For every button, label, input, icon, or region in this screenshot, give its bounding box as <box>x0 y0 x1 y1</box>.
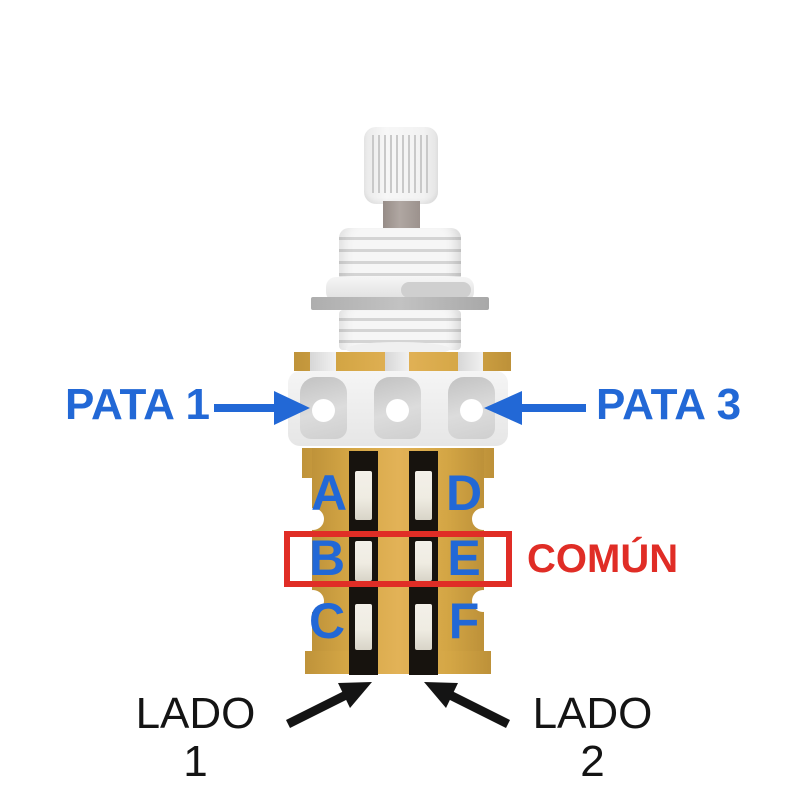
pin-label-e: E <box>447 530 481 586</box>
pata-1-label: PATA 1 <box>64 380 210 429</box>
contact-f <box>415 604 432 650</box>
body-notch <box>472 508 494 530</box>
pin-label-c: C <box>308 593 346 649</box>
switch-body <box>312 448 484 653</box>
pata-3-label: PATA 3 <box>596 380 742 429</box>
comun-label: COMÚN <box>527 537 679 581</box>
pin-label-a: A <box>310 465 348 521</box>
washer <box>311 297 489 310</box>
contact-d <box>415 471 432 520</box>
body-flange-bottom <box>305 651 491 674</box>
pin-label-d: D <box>445 465 483 521</box>
lug-neck-1 <box>310 352 336 371</box>
body-notch <box>472 590 494 612</box>
lado-2-label: LADO 2 <box>532 689 653 786</box>
contact-e <box>415 541 432 581</box>
shaft-stem <box>383 201 420 231</box>
pin-label-f: F <box>448 593 480 649</box>
lado-1-label: LADO 1 <box>135 689 256 786</box>
contact-c <box>355 604 372 650</box>
knurled-shaft <box>364 127 438 204</box>
contact-a <box>355 471 372 520</box>
knurl-ridges <box>372 135 430 193</box>
body-notch <box>302 590 324 612</box>
lado-2-arrow <box>424 682 511 729</box>
lug-neck-2 <box>385 352 409 371</box>
lug-neck-3 <box>458 352 483 371</box>
lado-1-arrow <box>285 682 372 729</box>
pin-label-b: B <box>308 530 346 586</box>
contact-b <box>355 541 372 581</box>
lug-1-hole <box>312 399 335 422</box>
comun-highlight-box <box>284 531 512 587</box>
lug-3-hole <box>460 399 483 422</box>
body-notch <box>302 508 324 530</box>
collar-highlight <box>401 282 471 298</box>
threaded-bushing-upper <box>339 228 461 280</box>
lug-2-hole <box>386 399 409 422</box>
